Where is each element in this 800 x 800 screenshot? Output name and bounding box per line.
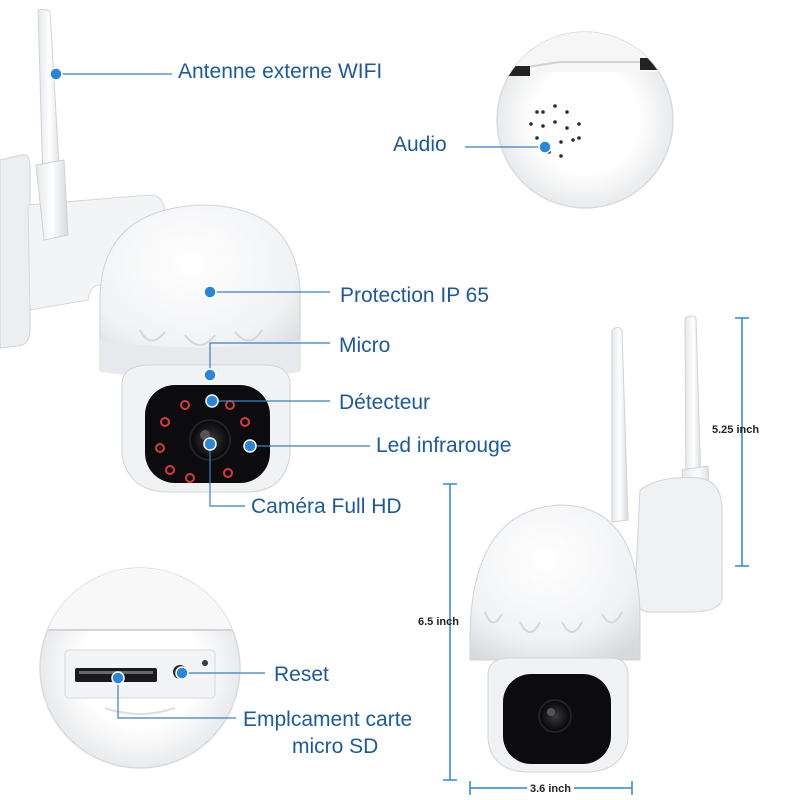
sd-slot-label-line2: micro SD	[292, 735, 379, 758]
reset-label: Reset	[274, 663, 329, 686]
camera-label: Caméra Full HD	[251, 495, 402, 518]
sd-slot-label-line1: Emplcament carte	[243, 708, 413, 731]
micro-label: Micro	[339, 334, 391, 357]
audio-label: Audio	[393, 133, 447, 156]
infrared-led-label: Led infrarouge	[376, 434, 512, 457]
height-top-dimension: 5.25 inch	[712, 424, 760, 436]
main-camera	[0, 8, 301, 493]
audio-closeup	[496, 31, 674, 209]
antenna-label: Antenne externe WIFI	[178, 60, 383, 83]
ip65-label: Protection IP 65	[340, 284, 490, 307]
width-dimension: 3.6 inch	[527, 784, 574, 795]
pointer-lines	[56, 73, 545, 719]
height-body-dimension: 6.5 inch	[418, 616, 459, 628]
sd-reset-closeup	[39, 567, 241, 769]
detector-label: Détecteur	[339, 391, 431, 414]
dimension-camera	[469, 315, 723, 773]
pointer-dots	[49, 67, 552, 685]
